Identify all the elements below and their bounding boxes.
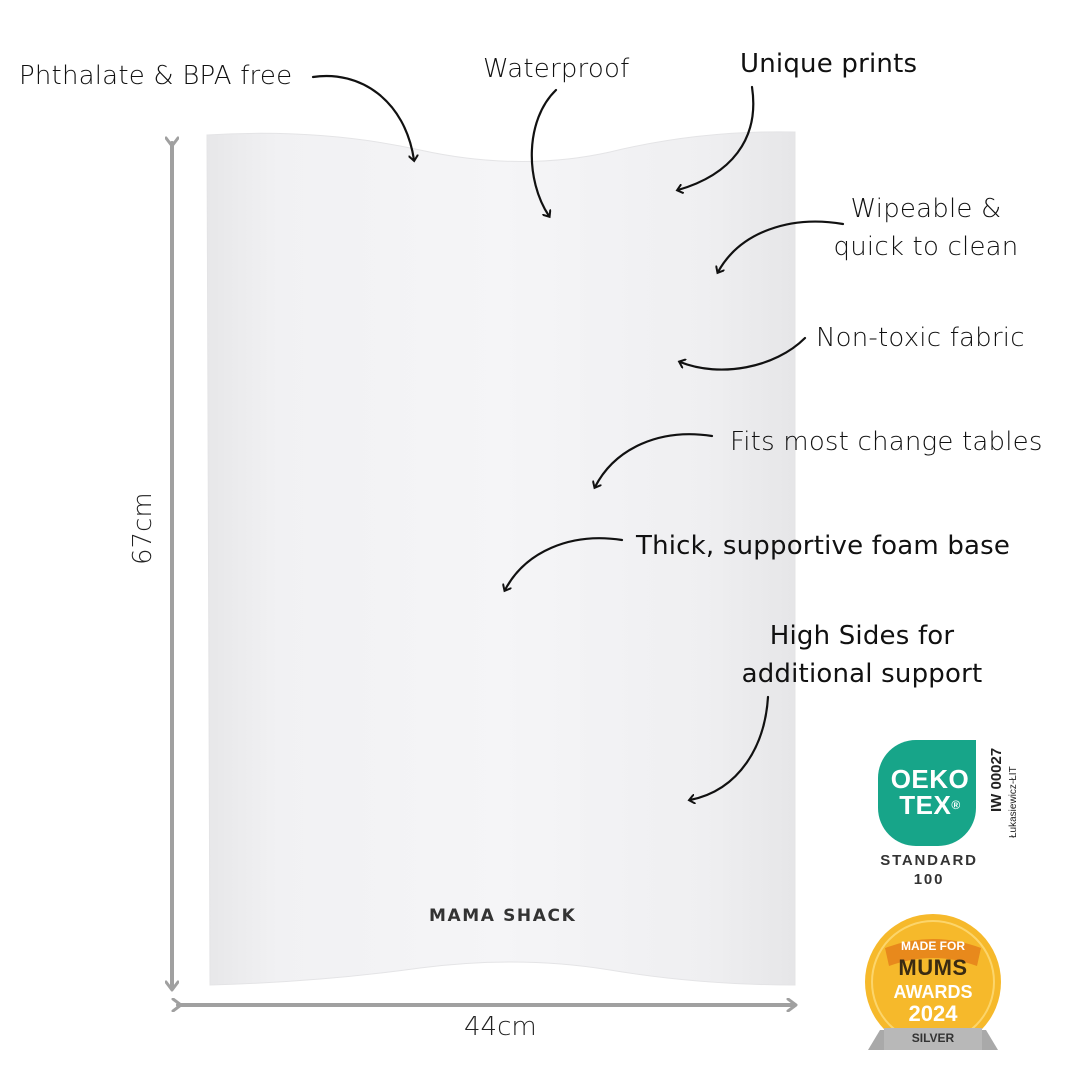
- fits-arrow-icon: [595, 433, 714, 487]
- waterproof-arrow-icon: [530, 88, 558, 216]
- award-medal: SILVER: [911, 1031, 955, 1045]
- height-dimension-label: 67cm: [128, 492, 158, 565]
- feature-waterproof-label: Waterproof: [483, 54, 630, 84]
- sides-arrow-icon: [690, 695, 770, 800]
- registered-mark: ®: [951, 798, 961, 812]
- feature-sides-label: High Sides for additional support: [722, 617, 1002, 693]
- feature-wipeable-line1: Wipeable &: [850, 194, 1002, 224]
- brand-logo-text: MAMA SHACK: [429, 906, 577, 926]
- oeko-tex-cert-id: IW 00027: [988, 747, 1005, 812]
- feature-prints-label: Unique prints: [740, 49, 918, 79]
- wipeable-arrow-icon: [718, 220, 845, 272]
- award-awards: AWARDS: [893, 982, 973, 1002]
- award-made-for: MADE FOR: [901, 939, 965, 953]
- feature-wipeable-line2: quick to clean: [833, 232, 1019, 262]
- oeko-tex-standard-line2: 100: [913, 871, 945, 888]
- oeko-tex-institute: Łukasiewicz-ŁIT: [1008, 766, 1019, 838]
- non-toxic-arrow-icon: [680, 336, 807, 371]
- changing-mat: [206, 131, 796, 986]
- feature-phthalate-label: Phthalate & BPA free: [19, 61, 293, 91]
- award-year: 2024: [908, 1001, 958, 1026]
- feature-sides-line1: High Sides for: [769, 621, 955, 651]
- award-mums: MUMS: [898, 955, 968, 980]
- feature-sides-line2: additional support: [741, 659, 983, 689]
- phthalate-arrow-icon: [311, 74, 414, 160]
- oeko-tex-word: TEX: [899, 790, 952, 820]
- oeko-tex-line2: TEX®: [890, 792, 970, 818]
- prints-arrow-icon: [678, 85, 755, 190]
- feature-foam-label: Thick, supportive foam base: [636, 531, 1011, 561]
- oeko-tex-line1: OEKO: [890, 764, 970, 794]
- feature-fits-label: Fits most change tables: [730, 427, 1043, 457]
- oeko-tex-badge-icon: [878, 740, 976, 846]
- oeko-tex-standard: STANDARD 100: [870, 851, 988, 889]
- feature-non-toxic-label: Non-toxic fabric: [816, 323, 1025, 353]
- foam-arrow-icon: [505, 537, 624, 590]
- width-dimension-label: 44cm: [464, 1012, 537, 1042]
- award-badge-icon: [865, 914, 1001, 1050]
- feature-wipeable-label: Wipeable & quick to clean: [826, 190, 1026, 266]
- oeko-tex-standard-line1: STANDARD: [880, 852, 978, 869]
